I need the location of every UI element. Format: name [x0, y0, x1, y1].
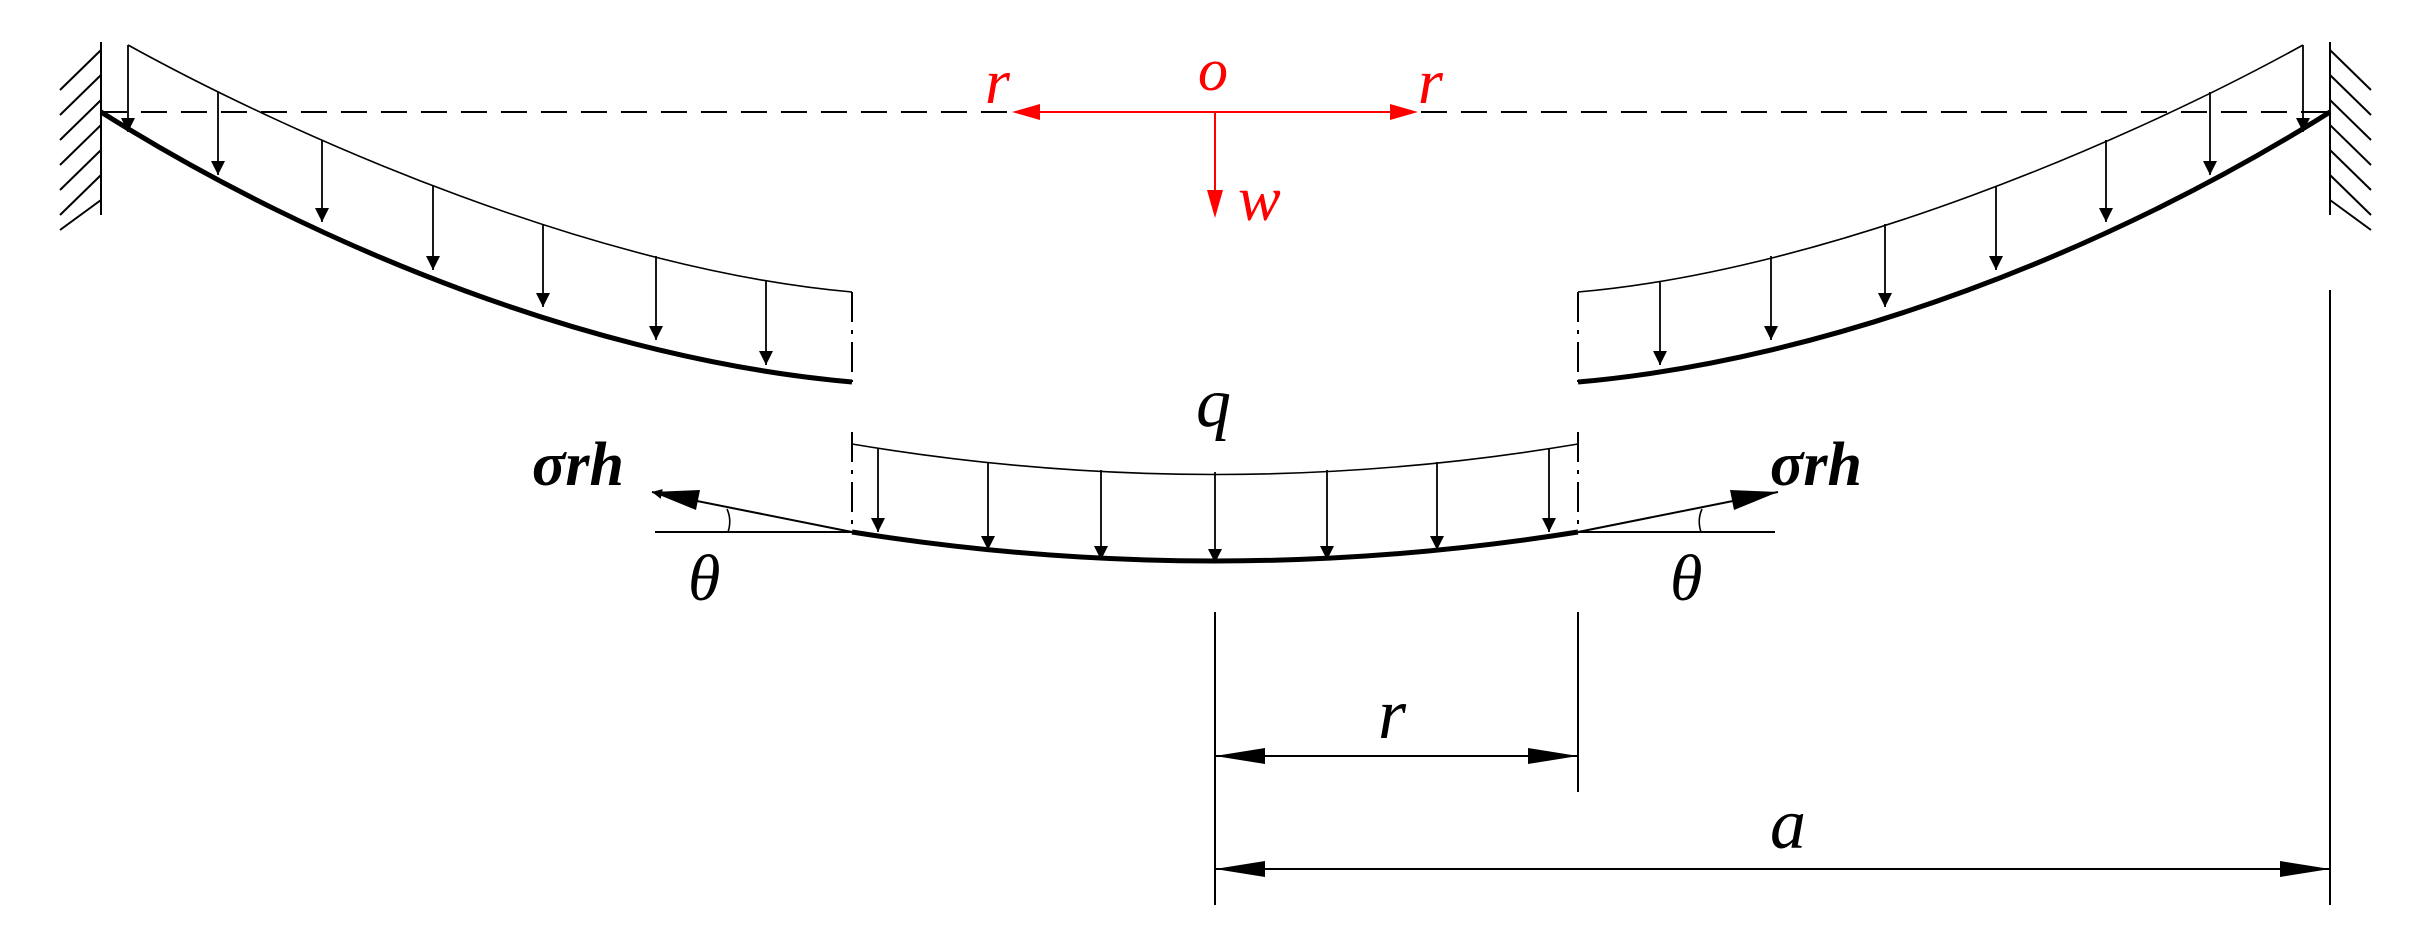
right-theta-arc — [1698, 508, 1703, 533]
left-deflected-membrane — [99, 109, 853, 385]
deflection-axis-label: w — [1238, 163, 1281, 234]
axis-r-left-arrowhead — [1012, 104, 1040, 120]
dimension-a-line — [1215, 861, 2330, 877]
right-tension-arrowhead — [1730, 490, 1778, 510]
left-theta-label: θ — [688, 542, 720, 615]
right-stress-label: σrh — [1770, 431, 1862, 499]
right-load-envelope — [1577, 44, 2304, 293]
load-label: q — [1196, 365, 1231, 442]
origin-label: o — [1198, 37, 1228, 103]
dimension-r-line — [1215, 748, 1578, 764]
right-wall-support — [2329, 42, 2372, 231]
left-tension-arrowhead — [652, 490, 700, 510]
radial-axis-right-label: r — [1418, 46, 1444, 117]
right-load-arrows — [1653, 45, 2310, 365]
left-theta-arc — [726, 508, 731, 533]
left-load-envelope — [127, 44, 853, 293]
left-wall-support — [59, 42, 102, 231]
dimension-r-label: r — [1378, 674, 1407, 754]
center-load-arrows — [871, 448, 1556, 563]
left-load-arrows — [121, 45, 773, 365]
center-load-envelope — [851, 443, 1579, 476]
axis-r-right-arrowhead — [1390, 104, 1418, 120]
right-theta-label: θ — [1670, 542, 1702, 615]
radial-axis-left-label: r — [985, 46, 1011, 117]
coordinate-axes — [1012, 104, 1418, 218]
dimension-a-label: a — [1770, 784, 1806, 864]
left-stress-label: σrh — [532, 431, 624, 499]
right-deflected-membrane — [1577, 109, 2332, 385]
axis-w-arrowhead — [1207, 190, 1223, 218]
